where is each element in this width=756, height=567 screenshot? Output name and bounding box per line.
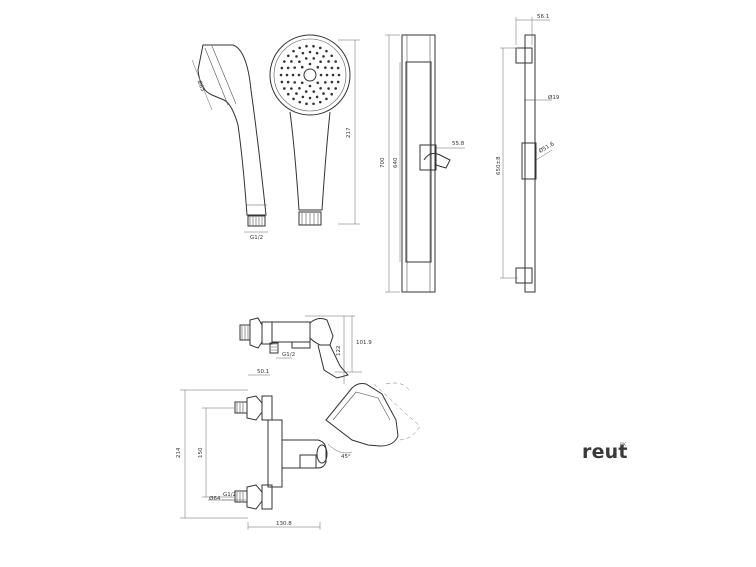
- nozzle-dot: [330, 66, 334, 70]
- nozzle-dot: [316, 65, 320, 69]
- nozzle-dot: [324, 81, 327, 84]
- nozzle-dot: [290, 87, 293, 90]
- mixer-side-height-label: 101.9: [356, 340, 372, 346]
- nozzle-dot: [283, 60, 286, 63]
- handshower-side-view: G1/2 Ø85: [191, 44, 268, 241]
- mixer-front-width-label: 130.8: [276, 521, 292, 527]
- nozzle-dot: [319, 73, 323, 77]
- nozzle-dot: [318, 46, 322, 50]
- nozzle-dot: [286, 92, 290, 96]
- nozzle-dot: [290, 60, 293, 63]
- nozzle-pattern: [279, 44, 341, 106]
- nozzle-dot: [295, 55, 298, 58]
- nozzle-dot: [319, 60, 322, 64]
- nozzle-dot: [286, 80, 290, 84]
- nozzle-dot: [304, 57, 308, 60]
- nozzle-dot: [283, 87, 286, 90]
- nozzle-dot: [325, 97, 328, 101]
- rail-top-width-label: 56.1: [537, 14, 549, 20]
- mixer-front-thread-label: G1/2: [223, 492, 236, 498]
- nozzle-dot: [285, 73, 289, 77]
- brand-logo-superscript: BK: [620, 443, 627, 448]
- nozzle-dot: [279, 73, 283, 77]
- nozzle-dot: [312, 90, 316, 93]
- nozzle-dot: [301, 95, 305, 99]
- nozzle-dot: [304, 90, 308, 93]
- nozzle-dot: [292, 97, 295, 101]
- rail-mount-range-label: 650±8: [496, 156, 502, 175]
- mixer-front-spacing-label: 150: [198, 447, 204, 458]
- nozzle-dot: [291, 73, 295, 77]
- nozzle-dot: [308, 50, 312, 54]
- nozzle-dot: [312, 102, 315, 106]
- mixer-side-total-label: 122: [336, 346, 342, 357]
- rail-slider-depth-label: 55.8: [452, 141, 465, 147]
- nozzle-dot: [315, 95, 319, 99]
- handshower-length-label: 217: [346, 127, 352, 138]
- rail-side-view: 56.1 Ø19 Ø51.6 650±8: [496, 14, 560, 293]
- nozzle-dot: [334, 87, 337, 90]
- nozzle-dot: [330, 54, 334, 58]
- rail-front-view: 700 640 55.8: [380, 34, 465, 293]
- nozzle-dot: [305, 44, 308, 48]
- nozzle-dot: [312, 44, 315, 48]
- mixer-front-height-label: 214: [176, 447, 182, 458]
- mixer-side-depth-label: 50.1: [257, 369, 269, 375]
- nozzle-dot: [312, 57, 316, 60]
- nozzle-dot: [327, 60, 330, 63]
- nozzle-dot: [325, 73, 329, 77]
- nozzle-dot: [295, 92, 298, 95]
- nozzle-dot: [324, 66, 327, 69]
- mixer-side-thread-label: G1/2: [282, 352, 295, 358]
- nozzle-dot: [286, 54, 290, 58]
- nozzle-dot: [292, 49, 295, 53]
- nozzle-dot: [293, 66, 296, 69]
- nozzle-dot: [300, 81, 304, 85]
- nozzle-dot: [330, 80, 334, 84]
- nozzle-dot: [327, 87, 330, 90]
- nozzle-dot: [330, 92, 334, 96]
- nozzle-dot: [316, 81, 320, 85]
- nozzle-dot: [293, 81, 296, 84]
- nozzle-dot: [298, 100, 302, 104]
- brand-logo: reut: [582, 441, 628, 463]
- nozzle-dot: [337, 73, 341, 77]
- nozzle-dot: [322, 92, 325, 95]
- nozzle-dot: [298, 86, 301, 90]
- nozzle-dot: [331, 73, 335, 77]
- nozzle-dot: [308, 62, 312, 66]
- nozzle-dot: [286, 66, 290, 70]
- nozzle-dot: [297, 73, 301, 77]
- nozzle-dot: [305, 102, 308, 106]
- rail-holder-diameter-label: Ø51.6: [538, 140, 556, 155]
- handshower-thread-label: G1/2: [250, 235, 263, 241]
- nozzle-dot: [301, 51, 305, 55]
- nozzle-dot: [298, 46, 302, 50]
- nozzle-dot: [319, 86, 322, 90]
- nozzle-dot: [298, 60, 301, 64]
- mixer-front-view: 45° 214 150 Ø64 G1/2 130.8: [176, 382, 421, 530]
- nozzle-dot: [318, 100, 322, 104]
- nozzle-dot: [336, 80, 340, 84]
- rail-holder-span-label: 640: [393, 157, 399, 168]
- nozzle-dot: [280, 66, 284, 70]
- rail-diameter-label: Ø19: [548, 94, 560, 101]
- nozzle-dot: [336, 66, 340, 70]
- nozzle-dot: [280, 80, 284, 84]
- nozzle-dot: [315, 51, 319, 55]
- nozzle-dot: [334, 60, 337, 63]
- mixer-lever-angle-label: 45°: [341, 454, 351, 460]
- nozzle-dot: [325, 49, 328, 53]
- nozzle-dot: [308, 96, 312, 100]
- mixer-side-view: 101.9 122 50.1 G1/2: [239, 315, 372, 384]
- rail-height-label: 700: [380, 157, 386, 168]
- nozzle-dot: [308, 84, 312, 88]
- nozzle-dot: [300, 65, 304, 69]
- nozzle-dot: [322, 55, 325, 58]
- handshower-front-view: 217: [269, 34, 360, 226]
- handshower-angle-label: Ø85: [196, 79, 207, 93]
- mixer-front-flange-label: Ø64: [209, 495, 221, 502]
